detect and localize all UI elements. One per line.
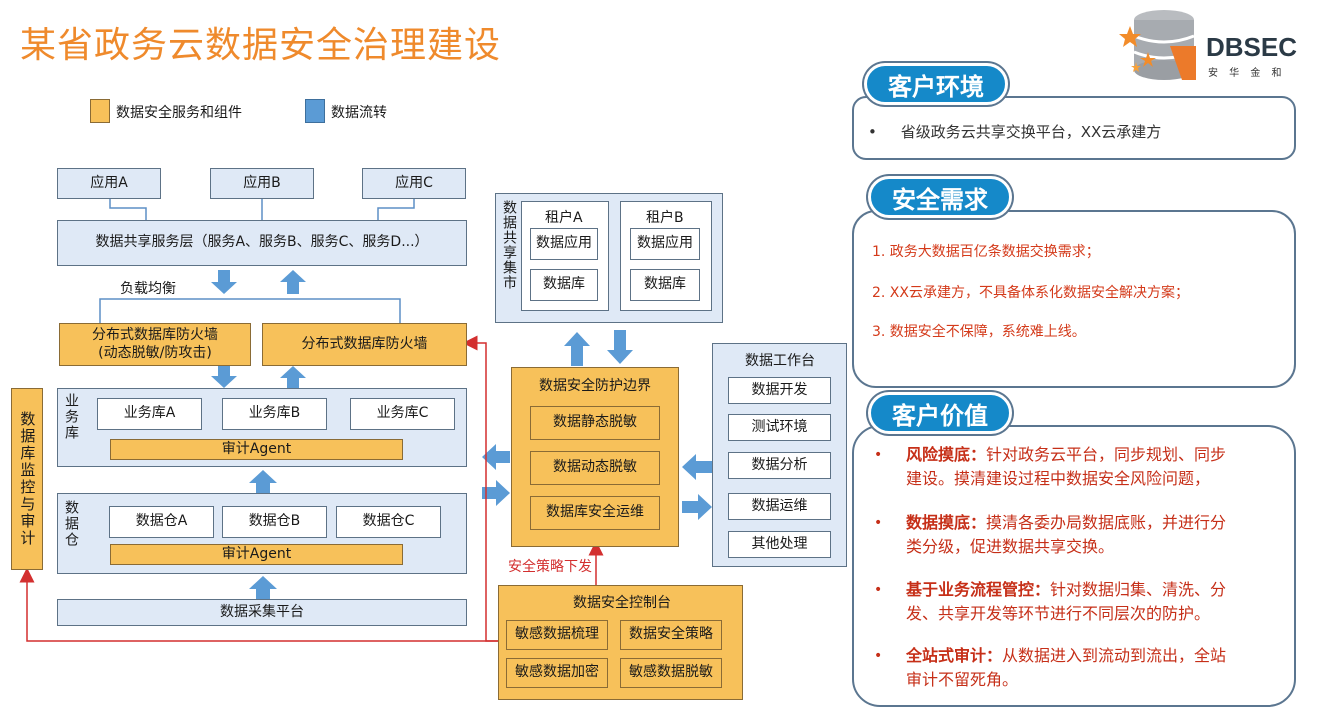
console-sensitive-sort: 敏感数据梳理 <box>506 620 608 650</box>
arrow-right-6 <box>482 480 510 506</box>
value-item-1: 风险摸底：针对政务云平台，同步规划、同步 建设。摸清建设过程中数据安全风险问题， <box>906 443 1226 491</box>
policy-push-label: 安全策略下发 <box>508 559 592 575</box>
customer-value-title: 客户价值 <box>868 392 1012 434</box>
db-firewall: 分布式数据库防火墙 <box>262 323 467 366</box>
bullet-dot: • <box>874 648 883 664</box>
value-item-1-line1: 针对政务云平台，同步规划、同步 <box>986 445 1227 464</box>
arrow-down-1 <box>211 270 237 294</box>
data-warehouse-a: 数据仓A <box>109 506 214 538</box>
arrow-down-2 <box>211 366 237 388</box>
customer-env-text: 省级政务云共享交换平台，XX云承建方 <box>900 123 1162 141</box>
security-console-title: 数据安全控制台 <box>573 595 671 611</box>
value-item-2-line1: 摸清各委办局数据底账，并进行分 <box>986 513 1227 532</box>
value-item-3-line2: 发、共享开发等环节进行不同层次的防护。 <box>906 604 1211 623</box>
audit-agent-business: 审计Agent <box>110 439 403 460</box>
arrow-left-6 <box>482 444 510 470</box>
value-item-1-head: 风险摸底： <box>906 445 987 464</box>
share-service-layer: 数据共享服务层（服务A、服务B、服务C、服务D...） <box>57 220 467 266</box>
legend-flow-label: 数据流转 <box>331 105 387 121</box>
customer-value-panel <box>852 425 1296 707</box>
arrow-up-3 <box>249 470 277 493</box>
arrow-up-2 <box>280 366 306 388</box>
console-security-policy: 数据安全策略 <box>620 620 722 650</box>
workbench-ops: 数据运维 <box>728 493 831 520</box>
arrow-up-4 <box>249 576 277 599</box>
workbench-analysis: 数据分析 <box>728 452 831 479</box>
bullet-dot: • <box>874 447 883 463</box>
app-b-box: 应用B <box>210 168 314 199</box>
need-item-1: 1. 政务大数据百亿条数据交换需求； <box>872 244 1100 260</box>
data-warehouse-label: 数据仓 <box>63 500 79 548</box>
data-collection-platform: 数据采集平台 <box>57 599 467 626</box>
app-c-box: 应用C <box>362 168 466 199</box>
arrow-down-5 <box>607 330 633 364</box>
workbench-dev: 数据开发 <box>728 377 831 404</box>
bullet-dot: • <box>868 123 901 141</box>
dynamic-masking: 数据动态脱敏 <box>530 451 660 485</box>
security-boundary-title: 数据安全防护边界 <box>539 378 651 394</box>
db-monitor-audit: 数据库监控与审计 <box>11 388 43 570</box>
tenant-b-label: 租户B <box>646 210 684 226</box>
static-masking: 数据静态脱敏 <box>530 406 660 440</box>
console-encryption: 敏感数据加密 <box>506 658 608 688</box>
value-item-4-line1: 从数据进入到流动到流出，全站 <box>1002 646 1227 665</box>
fw1-line1: 分布式数据库防火墙 <box>92 327 218 343</box>
workbench-other: 其他处理 <box>728 531 831 558</box>
app-a-box: 应用A <box>57 168 161 199</box>
value-item-4-head: 全站式审计： <box>906 646 1003 665</box>
workbench-test: 测试环境 <box>728 414 831 441</box>
legend-component-label: 数据安全服务和组件 <box>116 105 242 121</box>
value-item-1-line2: 建设。摸清建设过程中数据安全风险问题， <box>906 469 1211 488</box>
shared-data-mart-label: 数据共享集市 <box>501 200 517 290</box>
arrow-up-1 <box>280 270 306 294</box>
security-needs-title: 安全需求 <box>868 176 1012 218</box>
business-db-c: 业务库C <box>350 398 455 430</box>
db-security-ops: 数据库安全运维 <box>530 496 660 530</box>
business-db-b: 业务库B <box>222 398 327 430</box>
value-item-4-line2: 审计不留死角。 <box>906 670 1019 689</box>
audit-agent-warehouse: 审计Agent <box>110 544 403 565</box>
logo-name: DBSEC <box>1206 32 1298 62</box>
load-balance-label: 负载均衡 <box>120 281 176 297</box>
data-workbench-title: 数据工作台 <box>745 353 815 369</box>
tenant-a-db: 数据库 <box>530 269 598 301</box>
page-title: 某省政务云数据安全治理建设 <box>20 25 502 66</box>
value-item-2: 数据摸底：摸清各委办局数据底账，并进行分 类分级，促进数据共享交换。 <box>906 511 1226 559</box>
legend-swatch-flow <box>305 99 325 123</box>
business-db-label: 业务库 <box>63 393 79 441</box>
need-item-2: 2. XX云承建方，不具备体系化数据安全解决方案； <box>872 285 1189 301</box>
arrow-up-5 <box>564 332 590 366</box>
tenant-b-db: 数据库 <box>630 269 700 301</box>
tenant-a-app: 数据应用 <box>530 228 598 260</box>
bullet-dot: • <box>874 515 883 531</box>
arrow-left-7 <box>682 454 712 480</box>
customer-env-title: 客户环境 <box>864 63 1008 105</box>
customer-env-panel <box>852 96 1296 160</box>
tenant-a-label: 租户A <box>545 210 583 226</box>
bullet-dot: • <box>874 582 883 598</box>
value-item-3: 基于业务流程管控：针对数据归集、清洗、分 发、共享开发等环节进行不同层次的防护。 <box>906 578 1226 626</box>
database-logo-icon <box>1119 10 1196 80</box>
value-item-3-line1: 针对数据归集、清洗、分 <box>1050 580 1227 599</box>
arrow-right-7 <box>682 494 712 520</box>
customer-env-item: • 省级政务云共享交换平台，XX云承建方 <box>868 121 1161 142</box>
data-warehouse-b: 数据仓B <box>222 506 327 538</box>
db-firewall-dynamic: 分布式数据库防火墙 (动态脱敏/防攻击) <box>59 323 251 366</box>
fw1-line2: (动态脱敏/防攻击) <box>98 344 212 361</box>
dbsec-logo: DBSEC 安 华 金 和 <box>1118 6 1308 86</box>
console-masking: 敏感数据脱敏 <box>620 658 722 688</box>
value-item-2-head: 数据摸底： <box>906 513 987 532</box>
business-db-a: 业务库A <box>97 398 202 430</box>
value-item-4: 全站式审计：从数据进入到流动到流出，全站 审计不留死角。 <box>906 644 1226 692</box>
data-warehouse-c: 数据仓C <box>336 506 441 538</box>
legend-swatch-component <box>90 99 110 123</box>
tenant-b-app: 数据应用 <box>630 228 700 260</box>
logo-subtitle: 安 华 金 和 <box>1208 68 1286 79</box>
value-item-2-line2: 类分级，促进数据共享交换。 <box>906 537 1115 556</box>
value-item-3-head: 基于业务流程管控： <box>906 580 1051 599</box>
need-item-3: 3. 数据安全不保障，系统难上线。 <box>872 324 1086 340</box>
security-needs-panel <box>852 210 1296 388</box>
